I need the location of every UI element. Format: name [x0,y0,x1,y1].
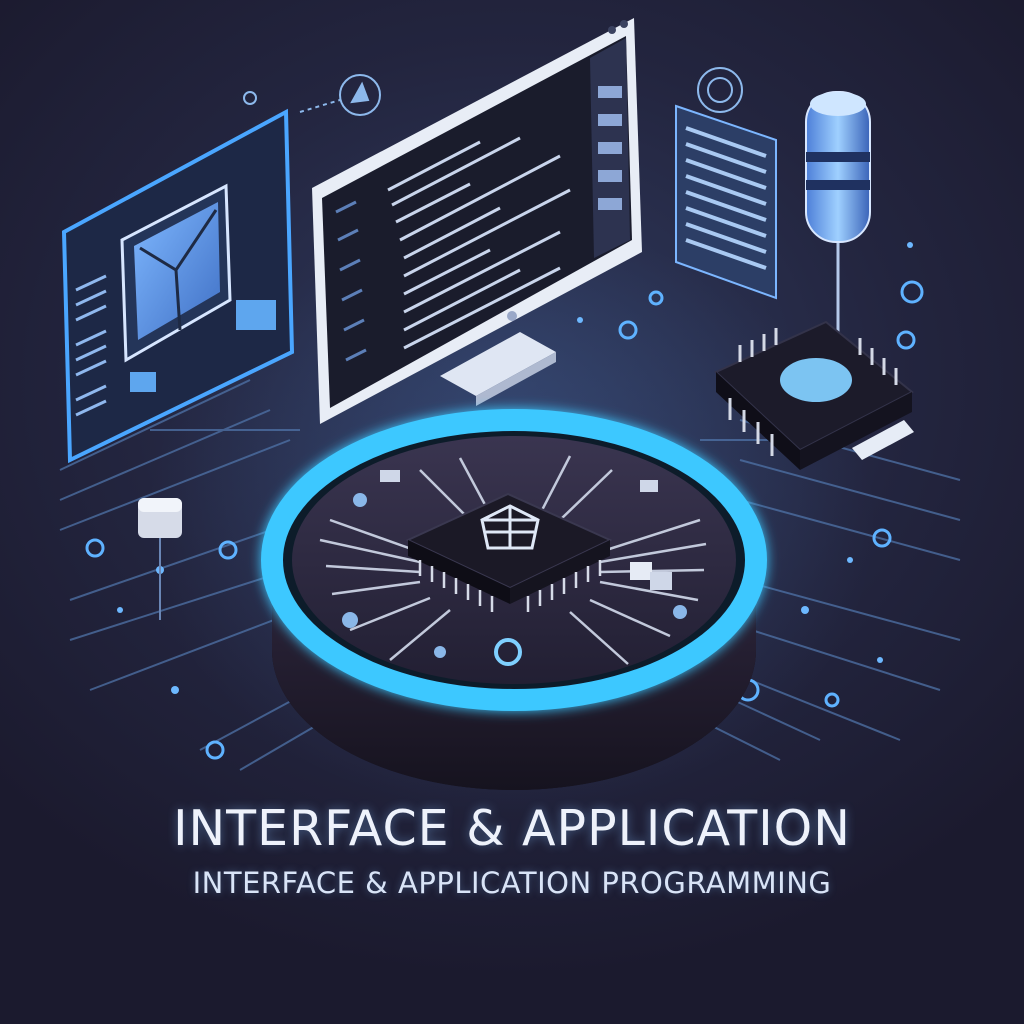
headline-subtitle: INTERFACE & APPLICATION PROGRAMMING [192,866,832,900]
computer-monitor [312,18,642,424]
database-cylinder [805,91,871,350]
microchip [714,320,914,470]
small-component [138,498,182,620]
circuit-board-platform [261,409,767,790]
floating-icons [243,67,743,116]
chip-logo-icon [480,504,540,550]
tablet-ui-panel [61,108,295,464]
circuit-dots [117,242,913,694]
headline-title: INTERFACE & APPLICATION [173,800,851,857]
circuit-nodes [85,280,924,760]
document-panel [675,104,777,300]
code-lines [387,136,571,350]
